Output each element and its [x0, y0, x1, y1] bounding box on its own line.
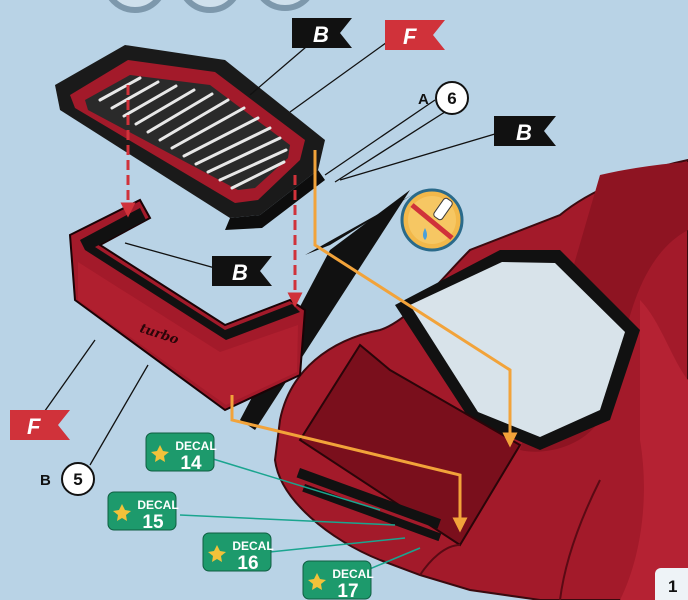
svg-text:14: 14 [180, 453, 202, 474]
flag-f-left: F [10, 410, 70, 440]
engine-grille [55, 45, 325, 230]
callout-b5: B 5 [40, 463, 94, 495]
svg-text:16: 16 [237, 553, 258, 574]
top-cropped-icons [105, 0, 315, 10]
page-number: 1 [668, 577, 677, 596]
svg-text:DECAL: DECAL [137, 498, 178, 512]
svg-text:5: 5 [73, 470, 82, 489]
decal-badge-15: DECAL 15 [108, 492, 179, 533]
no-glue-icon [402, 190, 462, 250]
svg-text:A: A [418, 91, 429, 108]
decal-badge-17: DECAL 17 [303, 561, 374, 600]
flag-b-right: B [494, 116, 556, 146]
svg-text:17: 17 [337, 581, 358, 600]
svg-text:B: B [313, 22, 329, 47]
svg-text:B: B [516, 120, 532, 145]
flag-b-top: B [292, 18, 352, 48]
callout-a6: A 6 [418, 82, 468, 114]
svg-text:DECAL: DECAL [232, 539, 273, 553]
flag-f-top: F [385, 20, 445, 50]
svg-text:B: B [232, 260, 248, 285]
svg-text:B: B [40, 472, 51, 489]
svg-text:15: 15 [142, 512, 164, 533]
svg-text:F: F [403, 24, 417, 49]
car-body [275, 160, 688, 600]
svg-text:DECAL: DECAL [175, 439, 216, 453]
decal-badge-14: DECAL 14 [146, 433, 217, 474]
svg-text:F: F [27, 414, 41, 439]
flag-b-middle: B [212, 256, 272, 286]
svg-text:6: 6 [447, 89, 456, 108]
rear-spoiler: turbo [70, 200, 305, 410]
page-number-tab: 1 [655, 568, 688, 600]
decal-badge-16: DECAL 16 [203, 533, 274, 574]
svg-text:DECAL: DECAL [332, 567, 373, 581]
